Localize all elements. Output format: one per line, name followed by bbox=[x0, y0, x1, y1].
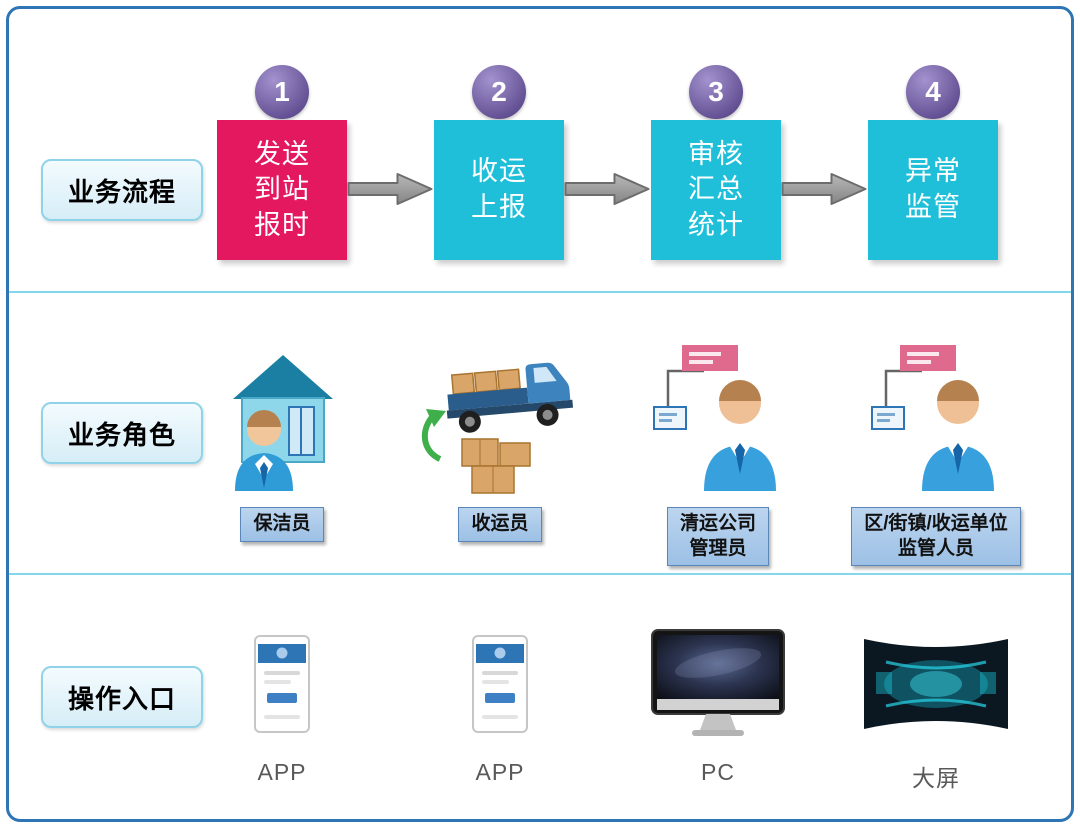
roles-items: 保洁员 bbox=[173, 293, 1071, 567]
step-box: 发送 到站 报时 bbox=[217, 120, 347, 260]
diagram-panel: 业务流程 1 发送 到站 报时 2 收运 上报 bbox=[6, 6, 1074, 822]
role-item-manager: 清运公司 管理员 bbox=[609, 293, 827, 567]
video-wall-icon bbox=[860, 625, 1012, 743]
entries-items: APP APP bbox=[173, 575, 1071, 793]
step-number-badge: 2 bbox=[472, 65, 526, 119]
district-supervisor-icon bbox=[866, 333, 1006, 501]
entry-label: APP bbox=[475, 759, 525, 785]
role-item-cleaner: 保洁员 bbox=[173, 293, 391, 566]
entry-item-app-2: APP bbox=[391, 575, 609, 793]
entry-item-pc: PC bbox=[609, 575, 827, 793]
role-label: 保洁员 bbox=[240, 507, 324, 542]
process-steps: 1 发送 到站 报时 2 收运 上报 3 审核 汇总 统计 bbox=[217, 9, 1017, 260]
process-row: 业务流程 1 发送 到站 报时 2 收运 上报 bbox=[9, 9, 1071, 291]
flow-arrow-icon bbox=[781, 173, 867, 205]
entry-label: 大屏 bbox=[912, 765, 960, 791]
desktop-pc-icon bbox=[651, 625, 785, 743]
role-item-supervisor: 区/街镇/收运单位 监管人员 bbox=[827, 293, 1045, 567]
roles-row-label: 业务角色 bbox=[41, 402, 203, 464]
step-number-badge: 3 bbox=[689, 65, 743, 119]
process-step-1: 1 发送 到站 报时 bbox=[217, 65, 347, 260]
role-item-collector: 收运员 bbox=[391, 293, 609, 566]
roles-row: 业务角色 保洁员 bbox=[9, 291, 1071, 573]
role-label: 清运公司 管理员 bbox=[666, 507, 769, 567]
step-box: 审核 汇总 统计 bbox=[651, 120, 781, 260]
company-manager-icon bbox=[648, 333, 788, 501]
entry-item-bigscreen: 大屏 bbox=[827, 575, 1045, 793]
step-number-badge: 4 bbox=[906, 65, 960, 119]
role-label: 区/街镇/收运单位 监管人员 bbox=[851, 507, 1021, 567]
entries-row: 操作入口 APP bbox=[9, 573, 1071, 819]
flow-arrow-icon bbox=[564, 173, 650, 205]
mobile-app-icon bbox=[472, 625, 528, 743]
flow-arrow-icon bbox=[347, 173, 433, 205]
step-number-badge: 1 bbox=[255, 65, 309, 119]
cleaner-house-icon bbox=[221, 333, 343, 501]
truck-collector-icon bbox=[410, 333, 590, 501]
step-box: 收运 上报 bbox=[434, 120, 564, 260]
entry-label: APP bbox=[257, 759, 307, 785]
step-box: 异常 监管 bbox=[868, 120, 998, 260]
role-label: 收运员 bbox=[458, 507, 542, 542]
process-step-2: 2 收运 上报 bbox=[434, 65, 564, 260]
process-step-4: 4 异常 监管 bbox=[868, 65, 998, 260]
entry-label: PC bbox=[701, 759, 735, 785]
process-step-3: 3 审核 汇总 统计 bbox=[651, 65, 781, 260]
entries-row-label: 操作入口 bbox=[41, 666, 203, 728]
entry-item-app-1: APP bbox=[173, 575, 391, 793]
process-row-label: 业务流程 bbox=[41, 159, 203, 221]
mobile-app-icon bbox=[254, 625, 310, 743]
